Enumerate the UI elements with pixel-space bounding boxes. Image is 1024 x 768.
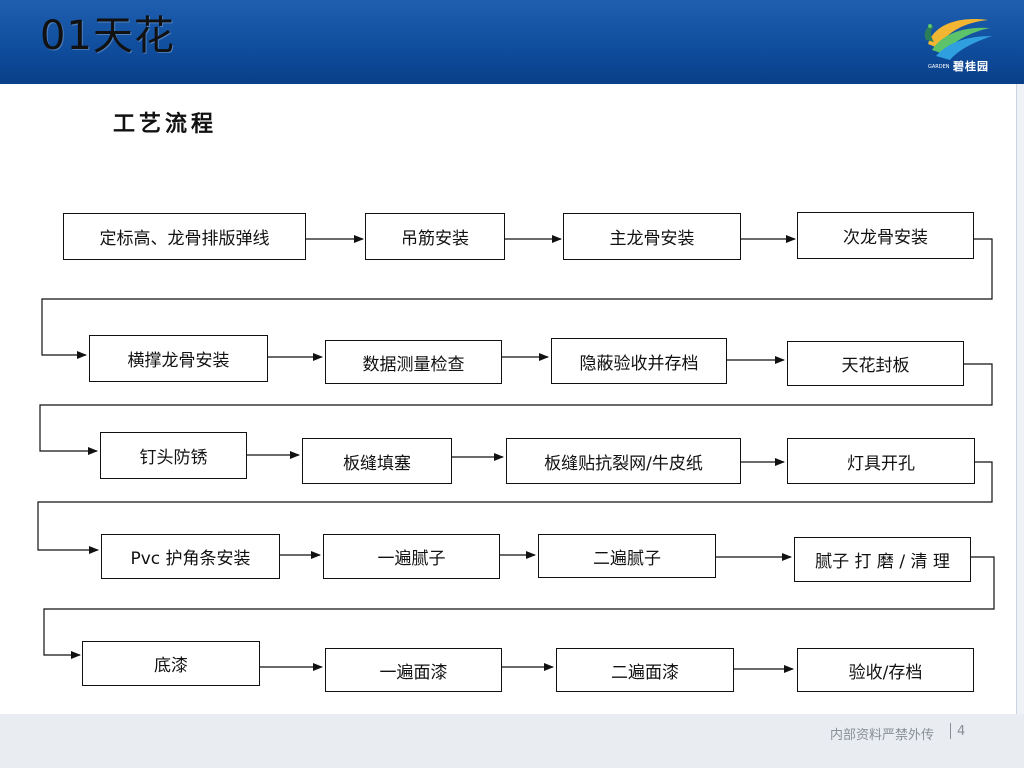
page-number: 4	[957, 724, 966, 739]
footer-confidential-note: 内部资料严禁外传	[830, 728, 935, 743]
flow-step: 板缝贴抗裂网/牛皮纸	[506, 438, 741, 484]
flow-step: 底漆	[82, 641, 260, 686]
header-bar: 01天花 GARDEN 碧桂园	[0, 0, 1024, 84]
flow-step: 横撑龙骨安装	[89, 335, 268, 382]
flow-step: 隐蔽验收并存档	[551, 338, 727, 384]
section-title: 工艺流程	[113, 111, 218, 137]
footer-divider	[950, 723, 951, 739]
flow-step: 验收/存档	[797, 648, 974, 692]
footer-bar	[0, 714, 1024, 768]
flow-step: 腻子 打 磨 / 清 理	[794, 537, 971, 582]
flow-step: 天花封板	[787, 341, 964, 386]
page-title: 01天花	[40, 13, 175, 59]
brand-logo-icon	[924, 19, 992, 60]
flow-step: 吊筋安装	[365, 213, 505, 260]
flow-step: 一遍面漆	[325, 648, 502, 692]
flow-step: 数据测量检查	[325, 340, 502, 384]
flow-step: 主龙骨安装	[563, 213, 741, 260]
flow-step: 次龙骨安装	[797, 212, 974, 259]
flow-step: 钉头防锈	[100, 432, 247, 479]
flow-step: 定标高、龙骨排版弹线	[63, 213, 306, 260]
brand-logo-text: 碧桂园	[953, 60, 989, 73]
flow-step: 二遍腻子	[538, 534, 716, 578]
flow-step: 一遍腻子	[323, 534, 500, 579]
flow-step: 灯具开孔	[787, 438, 975, 484]
brand-logo-subtext: GARDEN	[928, 64, 950, 70]
flow-step: Pvc 护角条安装	[101, 534, 280, 579]
flow-step: 板缝填塞	[302, 438, 452, 484]
right-edge-rule	[1016, 84, 1024, 714]
flow-step: 二遍面漆	[556, 648, 734, 692]
